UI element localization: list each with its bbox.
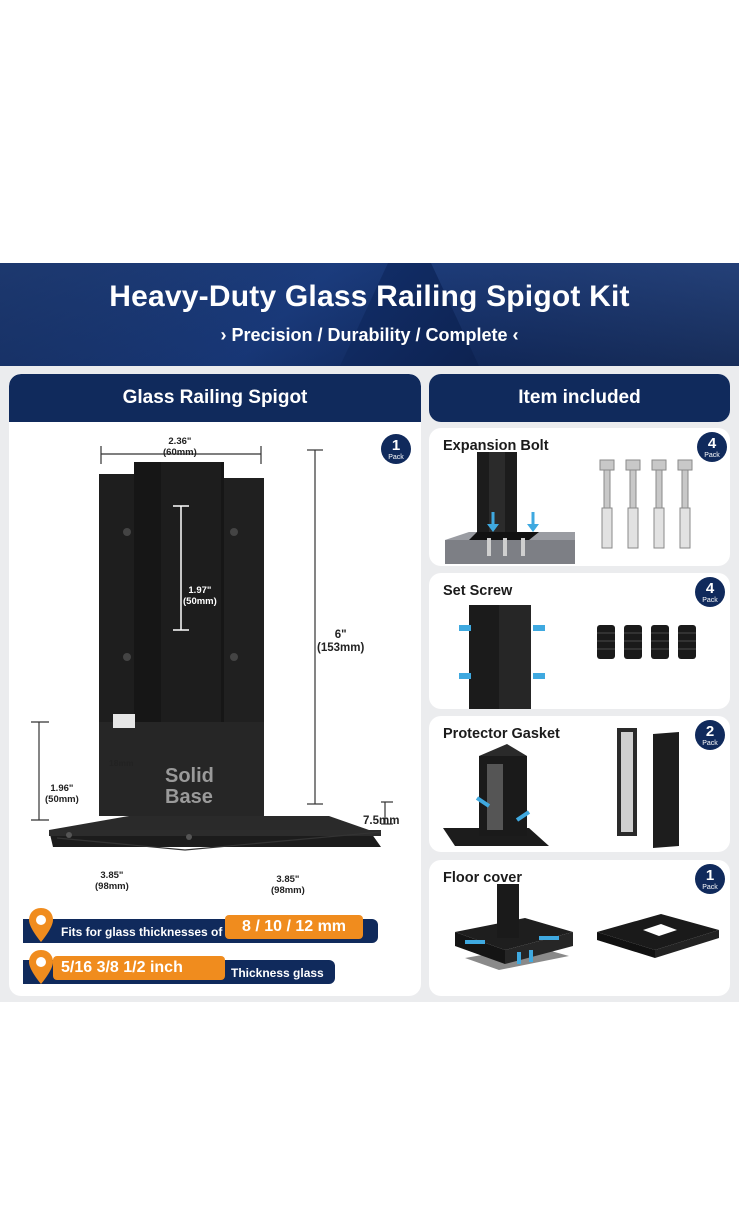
item-card-expansion-bolt: Expansion Bolt 4 Pack [429,428,730,566]
dim-base-height: 1.96" (50mm) [45,783,79,805]
title-banner: Heavy-Duty Glass Railing Spigot Kit › Pr… [0,263,739,366]
dim-base-height-inch: 1.96" [50,783,74,794]
dim-top-width-mm: (60mm) [163,447,197,458]
spigot-illustration [31,446,393,851]
dim-slot-height: 1.97" (50mm) [183,585,217,607]
feature2-text: Thickness glass [231,966,324,980]
pack-label: Pack [704,452,720,459]
pack-label: Pack [702,740,718,747]
item-card-protector-gasket: Protector Gasket 2 Pack [429,716,730,852]
dim-total-height-mm: (153mm) [317,642,365,654]
items-included-header: Item included [429,374,730,422]
pack-number: 1 [705,867,715,884]
solid-base-line2: Base [165,786,213,808]
feature1-text: Fits for glass thicknesses of [61,925,223,939]
pack-number: 4 [705,580,715,597]
item-card-floor-cover: Floor cover 1 Pack [429,860,730,996]
feature2-value: 5/16 3/8 1/2 inch [53,956,225,980]
item-title: Protector Gasket [443,726,560,742]
dim-base-left-inch: 3.85" [100,870,124,881]
dim-total-height: 6" (153mm) [317,629,364,655]
pack-label: Pack [702,597,718,604]
spigot-panel: Glass Railing Spigot 1 Pack [9,374,421,996]
item-title: Floor cover [443,870,522,886]
dim-slot-height-mm: (50mm) [183,596,217,607]
item-title: Set Screw [443,583,513,599]
pack-badge: 1 Pack [381,434,411,464]
floor-cover-image [455,884,719,970]
set-screw-image [459,605,696,709]
pack-badge: 4 Pack [695,577,725,607]
location-pin-icon [29,950,53,984]
location-pin-icon [29,908,53,942]
spigot-panel-header: Glass Railing Spigot [9,374,421,422]
pack-number: 4 [707,435,717,452]
dim-top-width-inch: 2.36" [168,436,192,447]
pack-number: 1 [391,437,401,454]
dim-total-height-inch: 6" [334,629,347,641]
banner-title: Heavy-Duty Glass Railing Spigot Kit [109,280,630,313]
dim-base-left: 3.85" (98mm) [95,870,129,892]
pack-badge: 2 Pack [695,720,725,750]
solid-base-line1: Solid [165,765,214,787]
dim-base-left-mm: (98mm) [95,881,129,892]
banner-subtitle: › Precision / Durability / Complete ‹ [220,325,519,345]
dim-base-right: 3.85" (98mm) [271,874,305,896]
dim-slot-width: 18mm [109,758,134,768]
solid-base-text: Solid Base [165,766,214,808]
protector-gasket-image [443,728,679,848]
dim-base-right-inch: 3.85" [276,874,300,885]
dim-slot-height-inch: 1.97" [188,585,212,596]
pack-badge: 4 Pack [697,432,727,462]
item-title: Expansion Bolt [443,438,549,454]
pack-label: Pack [702,884,718,891]
pack-label: Pack [388,454,404,461]
dim-plate-thickness: 7.5mm [363,815,400,827]
dim-base-height-mm: (50mm) [45,794,79,805]
pack-badge: 1 Pack [695,864,725,894]
pack-number: 2 [705,723,715,740]
dim-base-right-mm: (98mm) [271,885,305,896]
item-card-set-screw: Set Screw 4 Pack [429,573,730,709]
expansion-bolt-image [445,452,693,564]
dim-top-width: 2.36" (60mm) [163,436,197,458]
feature1-value: 8 / 10 / 12 mm [225,915,363,939]
